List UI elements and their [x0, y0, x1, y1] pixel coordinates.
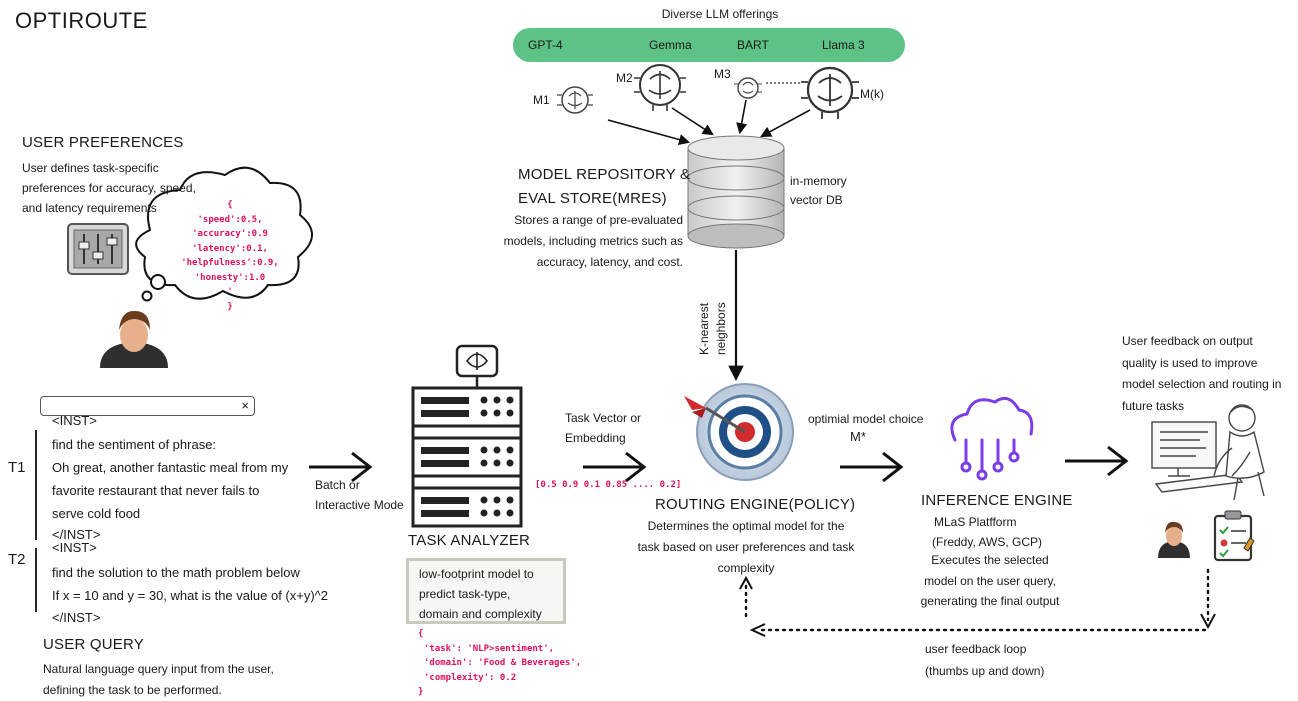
model-label: M1 — [533, 93, 550, 107]
flow-arrow-routing-to-inference — [840, 451, 904, 483]
flow-arrow-query-to-analyzer — [309, 451, 373, 483]
task-analyzer-model-box: low-footprint model to predict task-type… — [406, 558, 566, 624]
user-preferences-title: USER PREFERENCES — [22, 134, 184, 151]
query-label-t2: T2 — [8, 551, 26, 568]
feedback-loop-label: user feedback loop (thumbs up and down) — [925, 642, 1045, 678]
feedback-description: User feedback on output quality is used … — [1122, 334, 1282, 413]
query-t2-text: find the solution to the math problem be… — [52, 565, 329, 603]
mode-label: Batch or Interactive Mode — [315, 478, 404, 512]
user-avatar-icon — [100, 310, 168, 368]
brain-chip-icon-m3 — [734, 77, 762, 99]
flow-arrow-inference-to-feedback — [1065, 445, 1129, 477]
clear-search-icon[interactable]: × — [241, 398, 249, 413]
target-dart-icon — [684, 383, 794, 481]
offering-label: GPT-4 — [528, 38, 563, 52]
vector-db-label: in-memory vector DB — [790, 174, 847, 207]
inst-open-tag-2: <INST> — [52, 540, 97, 555]
query-label-t1: T1 — [8, 459, 26, 476]
inst-close-tag-2: </INST> — [52, 610, 101, 625]
flow-arrow-analyzer-to-routing — [583, 451, 647, 483]
thought-cloud — [135, 166, 313, 302]
small-user-icon — [1158, 521, 1190, 558]
inst-close-tag: </INST> — [52, 527, 101, 542]
offering-label: BART — [737, 38, 769, 52]
brain-chip-icon-m1 — [557, 86, 593, 114]
preferences-json: { 'speed':0.5, 'accuracy':0.9 'latency':… — [181, 200, 279, 312]
task-analyzer-title: TASK ANALYZER — [408, 532, 531, 549]
offering-label: Gemma — [649, 38, 692, 52]
feedback-loop-path — [744, 568, 1210, 632]
repository-title: MODEL REPOSITORY & EVAL STORE(MRES) — [518, 166, 691, 207]
database-icon — [687, 135, 785, 249]
search-input[interactable]: × — [40, 396, 255, 416]
brain-chip-icon-m2 — [634, 64, 686, 111]
task-vector-values: [0.5 0.9 0.1 0.85 .... 0.2] — [535, 480, 682, 490]
feedback-clipboard-icon — [1213, 510, 1255, 562]
knn-label: K-nearest neighbors — [697, 302, 728, 355]
inference-description: Executes the selected model on the user … — [920, 553, 1060, 608]
offering-label: Llama 3 — [822, 38, 865, 52]
server-stack-icon — [411, 344, 523, 528]
user-at-computer-sketch — [1151, 404, 1265, 501]
inference-providers: (Freddy, AWS, GCP) — [932, 535, 1043, 549]
task-vector-label: Task Vector or Embedding — [565, 411, 642, 445]
llm-offerings-header: Diverse LLM offerings — [661, 7, 779, 21]
task-analysis-json: { 'task': 'NLP>sentiment', 'domain': 'Fo… — [418, 629, 582, 697]
user-query-title: USER QUERY — [43, 636, 144, 653]
model-label: M(k) — [860, 87, 884, 101]
llm-offerings-pill: GPT-4 Gemma BART Llama 3 — [513, 28, 905, 62]
model-choice-label: optimial model choice — [808, 412, 924, 426]
query-t1-text: find the sentiment of phrase: Oh great, … — [52, 437, 289, 521]
sliders-settings-icon — [67, 223, 129, 275]
brain-chip-icon-mk — [801, 66, 859, 119]
repository-description: Stores a range of pre-evaluated models, … — [503, 213, 683, 269]
model-label: M3 — [714, 67, 731, 81]
cloud-network-icon — [950, 396, 1034, 481]
model-choice-symbol: M* — [850, 429, 866, 444]
inference-platform: MLaS Platfform — [934, 515, 1017, 529]
routing-engine-title: ROUTING ENGINE(POLICY) — [655, 496, 856, 513]
inst-open-tag: <INST> — [52, 413, 97, 428]
user-query-description: Natural language query input from the us… — [43, 662, 274, 697]
routing-engine-description: Determines the optimal model for the tas… — [637, 519, 855, 575]
user-preferences-description: User defines task-specific preferences f… — [22, 161, 196, 215]
model-label: M2 — [616, 71, 633, 85]
inference-engine-title: INFERENCE ENGINE — [921, 492, 1073, 509]
page-title: OPTIROUTE — [15, 8, 148, 33]
